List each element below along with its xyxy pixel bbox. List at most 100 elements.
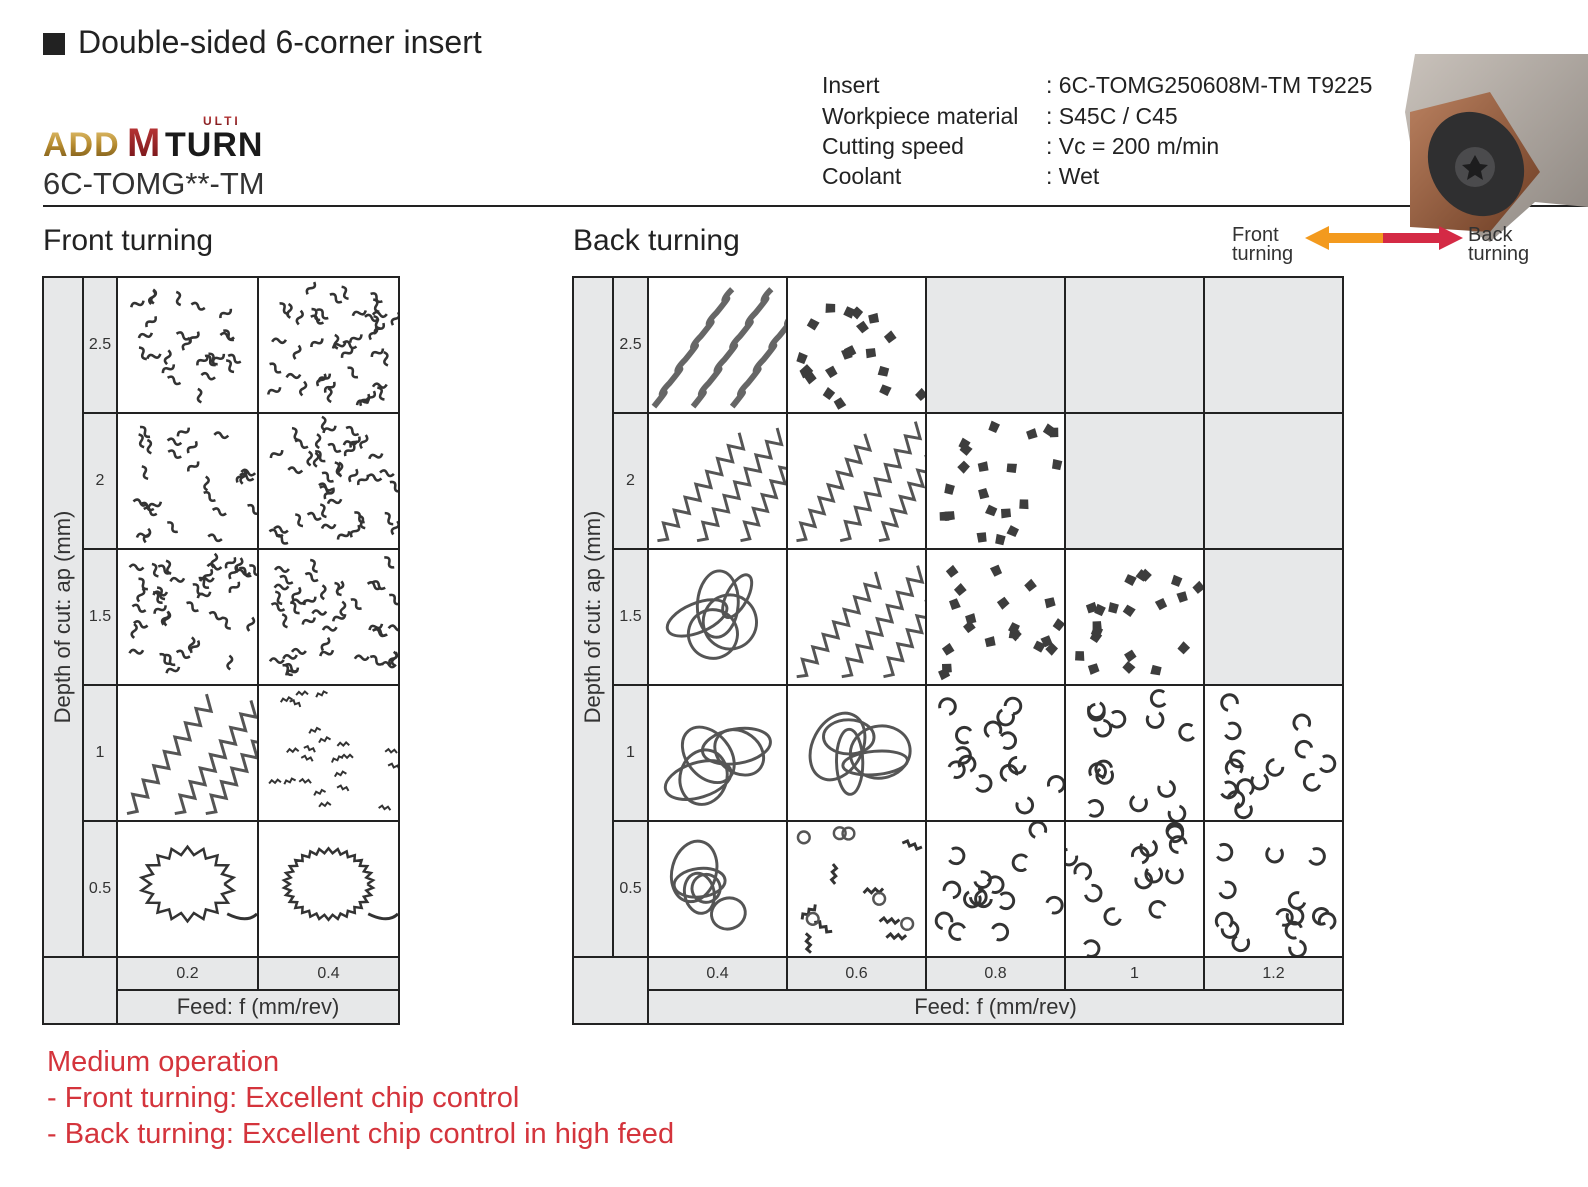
chip-sample-image xyxy=(808,711,912,796)
front_turning-depth-label: 2 xyxy=(82,412,118,550)
back_turning-chip-cell xyxy=(647,276,788,414)
back_turning-depth-label: 1 xyxy=(612,684,649,822)
chip-sample-image xyxy=(796,565,925,679)
front_turning-chip-cell xyxy=(257,820,400,958)
back_turning-empty-cell xyxy=(1203,548,1344,686)
front_turning-chip-cell xyxy=(257,548,400,686)
spec-label-coolant: Coolant xyxy=(822,163,902,189)
front_turning-row: 1 xyxy=(43,684,400,822)
front_turning-corner xyxy=(42,956,118,1025)
front_turning-row: 1.5 xyxy=(43,548,400,686)
chip-sample-image xyxy=(669,839,747,931)
front_turning-chip-cell xyxy=(257,412,400,550)
front_turning-depth-label: 2.5 xyxy=(82,276,118,414)
chip-sample-image xyxy=(1087,689,1195,820)
chip-sample-image xyxy=(268,690,398,811)
back_turning-depth-label: 1.5 xyxy=(612,548,649,686)
back_turning-chip-cell xyxy=(1064,548,1205,686)
back_turning-chip-cell xyxy=(786,276,927,414)
back_turning-y-axis-label: Depth of cut: ap (mm) xyxy=(580,510,605,724)
back_turning-chip-cell xyxy=(925,412,1066,550)
chip-sample-image xyxy=(663,725,772,806)
back_turning-feed-label: 1 xyxy=(1064,956,1205,991)
chip-sample-image xyxy=(132,425,257,544)
back_turning-empty-cell xyxy=(1064,276,1205,414)
chip-sample-image xyxy=(796,421,925,543)
front_turning-depth-label: 1.5 xyxy=(82,548,118,686)
chip-sample-image xyxy=(1220,693,1337,820)
back_turning-row: Depth of cut: ap (mm) 2.5 xyxy=(572,276,1344,958)
chip-sample-image xyxy=(938,564,1064,681)
back_turning-row: 2 xyxy=(573,412,1344,550)
chip-sample-image xyxy=(1214,842,1337,956)
front_turning-x-axis-label: Feed: f (mm/rev) xyxy=(116,989,400,1025)
back_turning-feed-label: 0.8 xyxy=(925,956,1066,991)
brand-logo: ADD M ULTI TURN xyxy=(43,114,263,162)
insert-photo xyxy=(1405,54,1588,242)
back_turning-chip-cell xyxy=(1203,820,1344,958)
front_turning-chip-cell xyxy=(116,412,259,550)
title-bullet xyxy=(43,33,65,55)
back_turning-corner xyxy=(572,956,649,1025)
spec-label-insert: Insert xyxy=(822,72,880,98)
back_turning-chip-cell xyxy=(1064,820,1205,958)
note-back-turning: - Back turning: Excellent chip control i… xyxy=(47,1118,675,1150)
back_turning-depth-label: 2.5 xyxy=(612,276,649,414)
back_turning-empty-cell xyxy=(1203,412,1344,550)
spec-value-insert: : 6C-TOMG250608M-TM T9225 xyxy=(1046,72,1373,98)
front_turning-chip-cell xyxy=(116,820,259,958)
back_turning-row: 1.5 xyxy=(573,548,1344,686)
back_turning-chip-cell xyxy=(786,412,927,550)
front_turning-chip-cell xyxy=(257,276,400,414)
front_turning-chip-cell xyxy=(257,684,400,822)
product-code: 6C-TOMG**-TM xyxy=(43,166,265,201)
front_turning-chip-cell xyxy=(116,684,259,822)
back_turning-chip-cell xyxy=(1203,684,1344,822)
front_turning-x-axis-row: Feed: f (mm/rev) xyxy=(43,989,400,1025)
back_turning-chip-cell xyxy=(786,820,927,958)
direction-arrow xyxy=(1305,226,1463,250)
back_turning-chip-cell xyxy=(925,684,1066,822)
page-title: Double-sided 6-corner insert xyxy=(78,24,482,60)
front_turning-y-axis: Depth of cut: ap (mm) xyxy=(42,276,84,958)
chip-sample-image xyxy=(126,693,257,816)
back_turning-feed-label: 0.6 xyxy=(786,956,927,991)
spec-label-speed: Cutting speed xyxy=(822,133,964,159)
back_turning-empty-cell xyxy=(1064,412,1205,550)
spec-value-speed: : Vc = 200 m/min xyxy=(1046,133,1220,159)
back_turning-chip-cell xyxy=(647,684,788,822)
spec-value-material: : S45C / C45 xyxy=(1046,103,1178,129)
spec-label-material: Workpiece material xyxy=(822,103,1019,129)
back_turning-chip-cell xyxy=(647,820,788,958)
front-turning-title: Front turning xyxy=(43,224,214,257)
chip-sample-image xyxy=(665,569,758,660)
svg-text:ULTI: ULTI xyxy=(203,114,241,128)
chip-sample-image xyxy=(796,826,923,954)
front_turning-chip-cell xyxy=(116,548,259,686)
back_turning-x-axis-label: Feed: f (mm/rev) xyxy=(647,989,1344,1025)
chip-sample-image xyxy=(1066,822,1188,956)
chip-sample-image xyxy=(130,288,242,404)
back_turning-y-axis: Depth of cut: ap (mm) xyxy=(572,276,614,958)
chip-sample-image xyxy=(939,420,1063,546)
chip-sample-image xyxy=(938,696,1064,815)
chip-sample-image xyxy=(1075,568,1203,676)
chip-sample-image xyxy=(268,556,398,677)
note-front-turning: - Front turning: Excellent chip control xyxy=(47,1082,520,1114)
chip-sample-image xyxy=(657,427,786,543)
back_turning-feed-label: 1.2 xyxy=(1203,956,1344,991)
header-divider xyxy=(43,205,1588,207)
back_turning-chip-cell xyxy=(1064,684,1205,822)
svg-text:TURN: TURN xyxy=(165,126,263,162)
back_turning-feed-label: 0.4 xyxy=(647,956,788,991)
front_turning-row: Depth of cut: ap (mm)2.5 xyxy=(42,276,400,958)
back_turning-empty-cell xyxy=(925,276,1066,414)
svg-text:M: M xyxy=(127,121,160,162)
chip-sample-image xyxy=(128,552,257,674)
front_turning-chip-cell xyxy=(116,276,259,414)
